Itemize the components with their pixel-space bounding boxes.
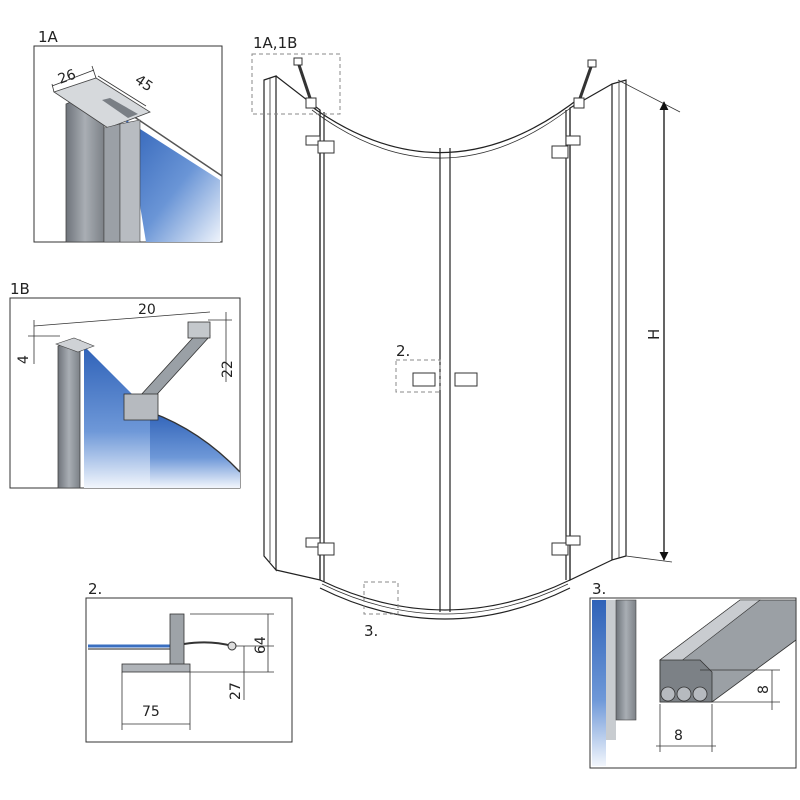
detail-1a: 1A 26 45 [33,28,223,243]
main-enclosure: 1A,1B 2. 3. H [251,34,681,640]
detail-1b-dim-22: 22 [220,360,236,378]
detail-1a-label: 1A [38,28,59,46]
top-curve [307,95,583,154]
height-dimension: H [617,79,681,563]
detail-1a-dim-26: 26 [56,67,78,88]
bottom-curve [319,579,571,611]
detail-3-label: 3. [592,580,606,598]
hinge-top-right [551,135,581,159]
right-wall-profile [569,79,627,581]
stabilizer-bar-left [293,57,317,109]
callout-box-3 [363,581,399,615]
hinge-bottom-right [551,535,581,556]
detail-2-dim-75: 75 [142,704,160,720]
detail-2: 2. 64 27 75 [85,580,293,743]
callout-box-1 [251,53,341,115]
callout-label-2: 2. [396,342,410,360]
hinge-top-left [305,135,335,154]
detail-1b-dim-20: 20 [138,302,156,318]
detail-2-dim-64: 64 [253,636,269,654]
detail-3: 3. 8 8 [589,580,797,769]
detail-2-label: 2. [88,580,102,598]
left-door [319,110,441,612]
handle-right [454,372,478,387]
callout-label-3: 3. [364,622,378,640]
left-wall-profile [263,75,321,581]
callout-label-1: 1A,1B [253,34,297,52]
right-door [449,108,571,612]
handle-left [412,372,436,387]
detail-2-dim-27: 27 [228,682,244,700]
stabilizer-bar-right [573,59,597,109]
height-label: H [645,329,663,340]
detail-1b: 1B 20 4 22 [9,280,241,489]
detail-1b-dim-4: 4 [16,355,32,364]
detail-3-dim-8-vertical: 8 [756,685,772,694]
detail-3-dim-8-horizontal: 8 [674,728,683,744]
hinge-bottom-left [305,537,335,556]
callout-box-2 [395,359,441,393]
detail-1b-label: 1B [10,280,30,298]
